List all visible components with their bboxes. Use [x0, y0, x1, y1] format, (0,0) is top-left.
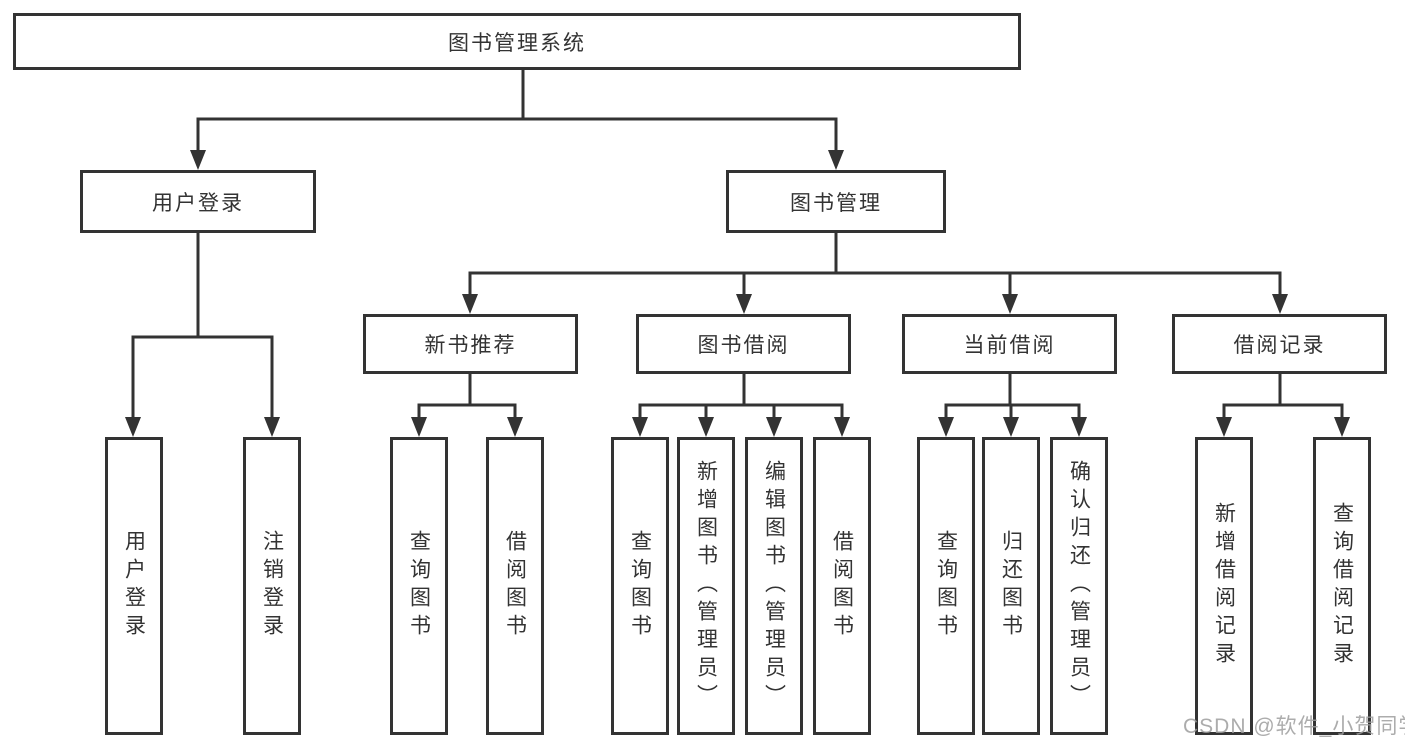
arrowhead — [1002, 294, 1018, 314]
arrowhead — [462, 294, 478, 314]
node-label: 归还图书 — [999, 530, 1023, 642]
arrowhead — [264, 417, 280, 437]
node-label: 查询借阅记录 — [1330, 502, 1354, 670]
connector-records-to-leaves — [1222, 372, 1344, 420]
leaf-query-borrow-record: 查询借阅记录 — [1313, 437, 1371, 735]
leaf-query-books-recommend: 查询图书 — [390, 437, 448, 735]
node-label: 当前借阅 — [963, 334, 1056, 357]
arrowhead — [125, 417, 141, 437]
connector-borrow-to-leaves — [638, 372, 844, 420]
leaf-logout: 注销登录 — [243, 437, 301, 735]
leaf-edit-book-admin: 编辑图书（管理员） — [745, 437, 803, 735]
node-label: 借阅图书 — [503, 530, 527, 642]
node-label: 图书管理 — [790, 191, 882, 215]
node-label: 新增图书（管理员） — [694, 460, 718, 712]
csdn-watermark: CSDN @软件_小贺同学 — [1183, 715, 1405, 738]
node-label: 编辑图书（管理员） — [762, 460, 786, 712]
leaf-borrow-books-recommend: 借阅图书 — [486, 437, 544, 735]
arrowhead — [698, 417, 714, 437]
node-label: 查询图书 — [407, 530, 431, 642]
node-book-borrow: 图书借阅 — [636, 314, 851, 374]
node-label: 查询图书 — [934, 530, 958, 642]
leaf-confirm-return-admin: 确认归还（管理员） — [1050, 437, 1108, 735]
node-label: 借阅记录 — [1233, 334, 1326, 357]
leaf-query-books-borrow: 查询图书 — [611, 437, 669, 735]
node-label: 注销登录 — [260, 530, 284, 642]
arrowhead — [834, 417, 850, 437]
arrowhead — [1216, 417, 1232, 437]
arrowhead — [1003, 417, 1019, 437]
connector-recommend-to-leaves — [417, 372, 517, 420]
connector-root-to-level2 — [196, 68, 838, 153]
connector-current-to-leaves — [944, 372, 1081, 420]
connector-mgmt-to-level3 — [468, 231, 1282, 297]
leaf-query-books-current: 查询图书 — [917, 437, 975, 735]
node-new-book-recommend: 新书推荐 — [363, 314, 578, 374]
node-label: 图书管理系统 — [448, 31, 586, 55]
arrowhead — [411, 417, 427, 437]
node-borrow-records: 借阅记录 — [1172, 314, 1387, 374]
leaf-user-login: 用户登录 — [105, 437, 163, 735]
node-label: 图书借阅 — [697, 334, 790, 357]
leaf-add-borrow-record: 新增借阅记录 — [1195, 437, 1253, 735]
node-user-login: 用户登录 — [80, 170, 316, 233]
leaf-return-book: 归还图书 — [982, 437, 1040, 735]
arrowhead — [736, 294, 752, 314]
arrowhead — [507, 417, 523, 437]
node-label: 新增借阅记录 — [1212, 502, 1236, 670]
arrowhead — [1272, 294, 1288, 314]
node-label: 用户登录 — [122, 530, 146, 642]
node-label: 用户登录 — [152, 191, 244, 215]
leaf-borrow-books: 借阅图书 — [813, 437, 871, 735]
arrowhead — [190, 150, 206, 170]
arrowhead — [828, 150, 844, 170]
leaf-add-book-admin: 新增图书（管理员） — [677, 437, 735, 735]
arrowhead — [1071, 417, 1087, 437]
node-label: 查询图书 — [628, 530, 652, 642]
node-label: 确认归还（管理员） — [1067, 460, 1091, 712]
arrowhead — [1334, 417, 1350, 437]
node-label: 借阅图书 — [830, 530, 854, 642]
node-label: 新书推荐 — [424, 334, 517, 357]
arrowhead — [938, 417, 954, 437]
arrowhead — [766, 417, 782, 437]
node-current-borrow: 当前借阅 — [902, 314, 1117, 374]
connector-login-to-leaves — [131, 231, 274, 420]
arrowhead — [632, 417, 648, 437]
node-book-management: 图书管理 — [726, 170, 946, 233]
node-library-management-system: 图书管理系统 — [13, 13, 1021, 70]
